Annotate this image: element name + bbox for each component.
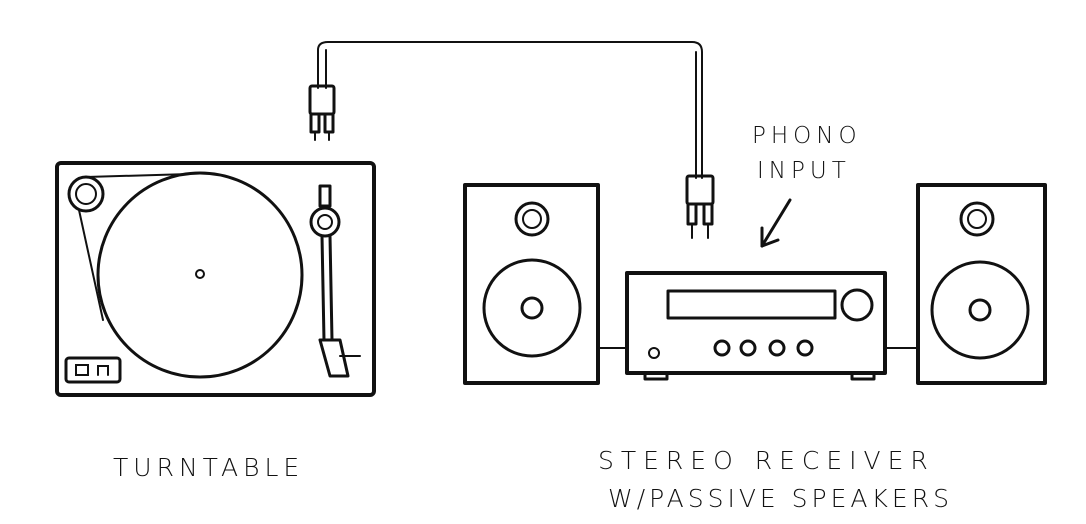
- phono-label-line1: PHONO: [752, 123, 862, 149]
- receiver-label-line2: W/PASSIVE SPEAKERS: [608, 484, 953, 513]
- left-speaker-icon: [463, 183, 600, 385]
- phono-input-arrow-icon: [760, 198, 792, 248]
- turntable-icon: [55, 161, 376, 397]
- right-speaker-icon: [916, 183, 1047, 385]
- rca-cable: [317, 41, 703, 179]
- receiver-label-line1: STEREO RECEIVER: [598, 446, 935, 475]
- turntable-label: TURNTABLE: [113, 453, 305, 482]
- phono-label-line2: INPUT: [757, 158, 851, 184]
- rca-plug-receiver-icon: [685, 174, 715, 239]
- stereo-receiver-icon: [625, 271, 887, 381]
- rca-plug-turntable-icon: [308, 84, 336, 141]
